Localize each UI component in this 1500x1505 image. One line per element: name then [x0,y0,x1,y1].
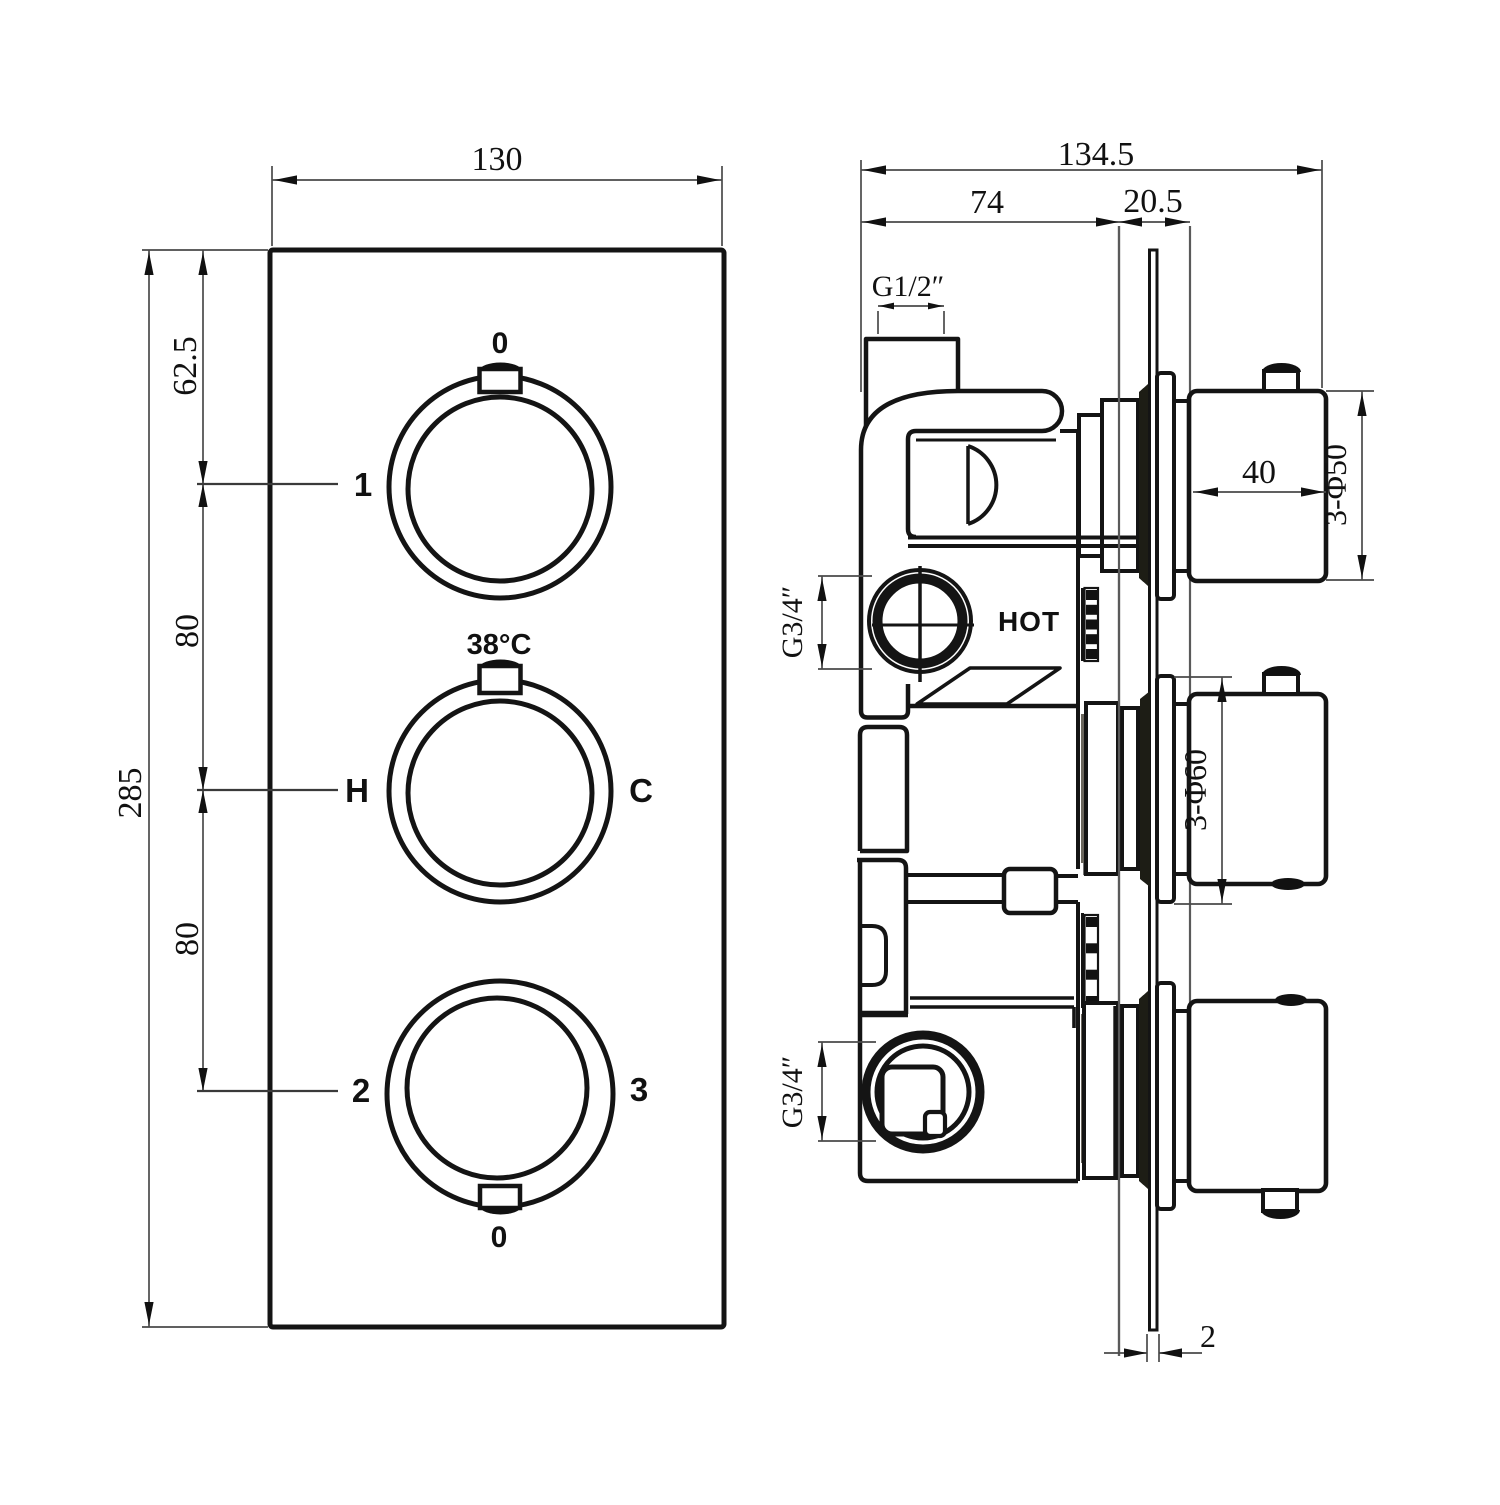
svg-text:20.5: 20.5 [1123,183,1183,220]
svg-text:2: 2 [1200,1318,1216,1354]
svg-text:285: 285 [112,768,149,819]
svg-text:62.5: 62.5 [167,336,204,396]
svg-text:40: 40 [1242,454,1276,491]
svg-text:38°C: 38°C [467,629,532,661]
svg-text:G1/2″: G1/2″ [872,270,945,303]
svg-text:3-Φ50: 3-Φ50 [1317,444,1353,526]
svg-text:G3/4″: G3/4″ [776,586,809,659]
svg-text:80: 80 [169,614,206,648]
svg-text:HOT: HOT [998,606,1060,637]
svg-text:G3/4″: G3/4″ [776,1056,809,1129]
svg-text:2: 2 [352,1072,370,1109]
svg-text:3-Φ60: 3-Φ60 [1177,749,1213,831]
svg-text:1: 1 [354,466,372,503]
svg-text:130: 130 [472,141,523,178]
svg-text:0: 0 [492,327,509,360]
svg-text:134.5: 134.5 [1058,136,1135,173]
svg-text:3: 3 [630,1071,648,1108]
svg-text:80: 80 [169,922,206,956]
svg-text:H: H [345,772,369,809]
svg-text:0: 0 [491,1221,508,1254]
svg-text:C: C [629,772,653,809]
svg-text:74: 74 [970,184,1004,221]
